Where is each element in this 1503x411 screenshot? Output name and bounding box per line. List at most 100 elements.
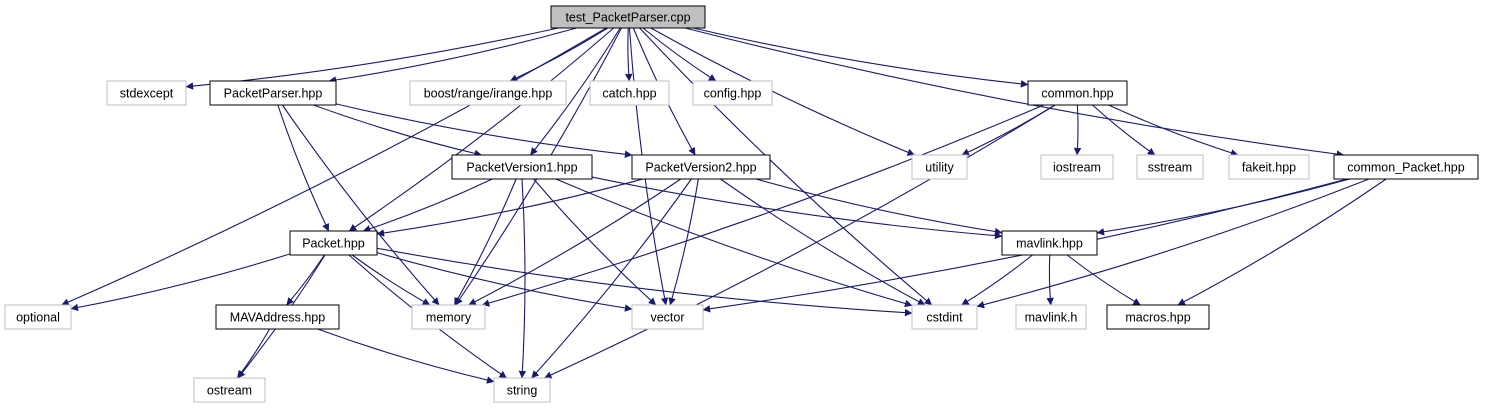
edge-common-to-utility — [961, 104, 1056, 156]
node-vector: vector — [631, 304, 704, 330]
node-label-pv1: PacketVersion1.hpp — [466, 161, 577, 175]
edge-packet-to-mavaddress — [286, 254, 325, 306]
edge-pv2-to-vector — [668, 178, 699, 306]
edge-pv2-to-string — [531, 178, 692, 379]
node-fakeit: fakeit.hpp — [1228, 154, 1310, 180]
edge-packet-to-optional — [70, 253, 291, 312]
edge-common-to-fakeit — [1108, 104, 1239, 157]
node-label-mavlinkhpp: mavlink.hpp — [1016, 237, 1083, 251]
node-packetparser[interactable]: PacketParser.hpp — [209, 80, 337, 106]
node-label-ostream: ostream — [207, 384, 252, 398]
node-box-config — [692, 80, 773, 106]
node-box-macros — [1106, 304, 1210, 330]
edge-pv1-to-cstdint — [555, 178, 913, 308]
edge-packetparser-to-pv1 — [313, 104, 482, 158]
node-label-fakeit: fakeit.hpp — [1242, 161, 1296, 175]
node-pv1[interactable]: PacketVersion1.hpp — [451, 154, 593, 180]
edge-root-to-packetparser — [328, 27, 577, 84]
node-packet[interactable]: Packet.hpp — [289, 230, 378, 256]
node-memory: memory — [411, 304, 486, 330]
edge-root-to-utility — [650, 27, 915, 156]
node-mavlinkh: mavlink.h — [1015, 304, 1087, 330]
edge-common-to-memory — [481, 104, 1045, 307]
node-cstdint: cstdint — [911, 304, 978, 330]
node-stdexcept: stdexcept — [106, 80, 187, 106]
edge-root-to-common — [692, 27, 1029, 88]
node-label-packet: Packet.hpp — [302, 237, 365, 251]
nodes-layer: test_PacketParser.cpp stdexcept PacketPars… — [4, 5, 1479, 403]
node-box-packetparser — [209, 80, 337, 106]
node-box-mavlinkh — [1015, 304, 1087, 330]
edge-root-to-pv1 — [530, 27, 621, 156]
node-label-root: test_PacketParser.cpp — [565, 11, 690, 25]
node-box-mavaddress — [215, 304, 340, 330]
node-label-mavlinkh: mavlink.h — [1025, 311, 1078, 325]
edge-root-to-optional — [61, 27, 607, 306]
node-label-vector: vector — [650, 311, 684, 325]
node-label-utility: utility — [925, 161, 954, 175]
node-utility: utility — [911, 154, 968, 180]
node-label-common: common.hpp — [1041, 87, 1113, 101]
edge-root-to-irange — [509, 27, 609, 82]
node-config: config.hpp — [692, 80, 773, 106]
node-box-sstream — [1136, 154, 1204, 180]
edge-mavlinkhpp-to-mavlinkh — [1046, 254, 1054, 306]
node-box-ostream — [193, 377, 266, 403]
edge-mavaddress-to-string — [317, 328, 495, 384]
node-string: string — [493, 377, 551, 403]
node-macros[interactable]: macros.hpp — [1106, 304, 1210, 330]
node-box-common — [1027, 80, 1128, 106]
node-label-optional: optional — [16, 311, 60, 325]
node-label-string: string — [507, 384, 538, 398]
node-box-mavlinkhpp — [1001, 230, 1098, 256]
edge-mavlinkhpp-to-cstdint — [961, 254, 1033, 306]
edge-pv1-to-packet — [362, 178, 493, 233]
node-box-pv2 — [631, 154, 771, 180]
node-box-catch — [589, 80, 670, 106]
node-box-string — [493, 377, 551, 403]
node-label-packetparser: PacketParser.hpp — [224, 87, 323, 101]
edge-pv2-to-cstdint — [720, 178, 926, 306]
edge-pv1-to-vector — [533, 178, 657, 306]
node-pv2[interactable]: PacketVersion2.hpp — [631, 154, 771, 180]
edge-pv2-to-mavlinkhpp — [755, 178, 1003, 236]
node-optional: optional — [4, 304, 72, 330]
edge-root-to-config — [642, 27, 717, 82]
edge-packet-to-vector — [376, 252, 633, 312]
edge-root-to-common_packet — [684, 27, 1345, 158]
edge-pv1-to-memory — [453, 178, 517, 306]
node-common[interactable]: common.hpp — [1027, 80, 1128, 106]
node-mavaddress[interactable]: MAVAddress.hpp — [215, 304, 340, 330]
edge-common_packet-to-cstdint — [976, 178, 1370, 309]
edge-pv1-to-string — [518, 178, 527, 379]
node-root[interactable]: test_PacketParser.cpp — [550, 5, 706, 29]
node-label-irange: boost/range/irange.hpp — [424, 87, 553, 101]
edge-mavlinkhpp-to-macros — [1066, 254, 1141, 306]
node-mavlinkhpp[interactable]: mavlink.hpp — [1001, 230, 1098, 256]
edge-root-to-packet — [348, 27, 615, 232]
node-label-cstdint: cstdint — [926, 311, 963, 325]
node-label-sstream: sstream — [1148, 161, 1192, 175]
edge-pv1-to-mavlinkhpp — [591, 176, 1003, 240]
node-box-utility — [911, 154, 968, 180]
edge-packetparser-to-packet — [277, 104, 330, 232]
node-box-cstdint — [911, 304, 978, 330]
node-irange: boost/range/irange.hpp — [409, 80, 567, 106]
node-label-stdexcept: stdexcept — [120, 87, 174, 101]
node-box-irange — [409, 80, 567, 106]
node-box-packet — [289, 230, 378, 256]
node-label-memory: memory — [426, 311, 472, 325]
edge-pv2-to-memory — [468, 178, 682, 306]
edge-mavaddress-to-ostream — [236, 328, 271, 379]
node-box-common_packet — [1333, 154, 1479, 180]
node-common_packet[interactable]: common_Packet.hpp — [1333, 154, 1479, 180]
edge-common_packet-to-macros — [1177, 178, 1387, 306]
edge-packet-to-cstdint — [376, 247, 913, 317]
node-box-memory — [411, 304, 486, 330]
node-label-iostream: iostream — [1053, 161, 1101, 175]
edge-packet-to-memory — [351, 254, 431, 306]
node-box-optional — [4, 304, 72, 330]
edge-root-to-stdexcept — [185, 27, 559, 90]
node-label-mavaddress: MAVAddress.hpp — [230, 311, 325, 325]
